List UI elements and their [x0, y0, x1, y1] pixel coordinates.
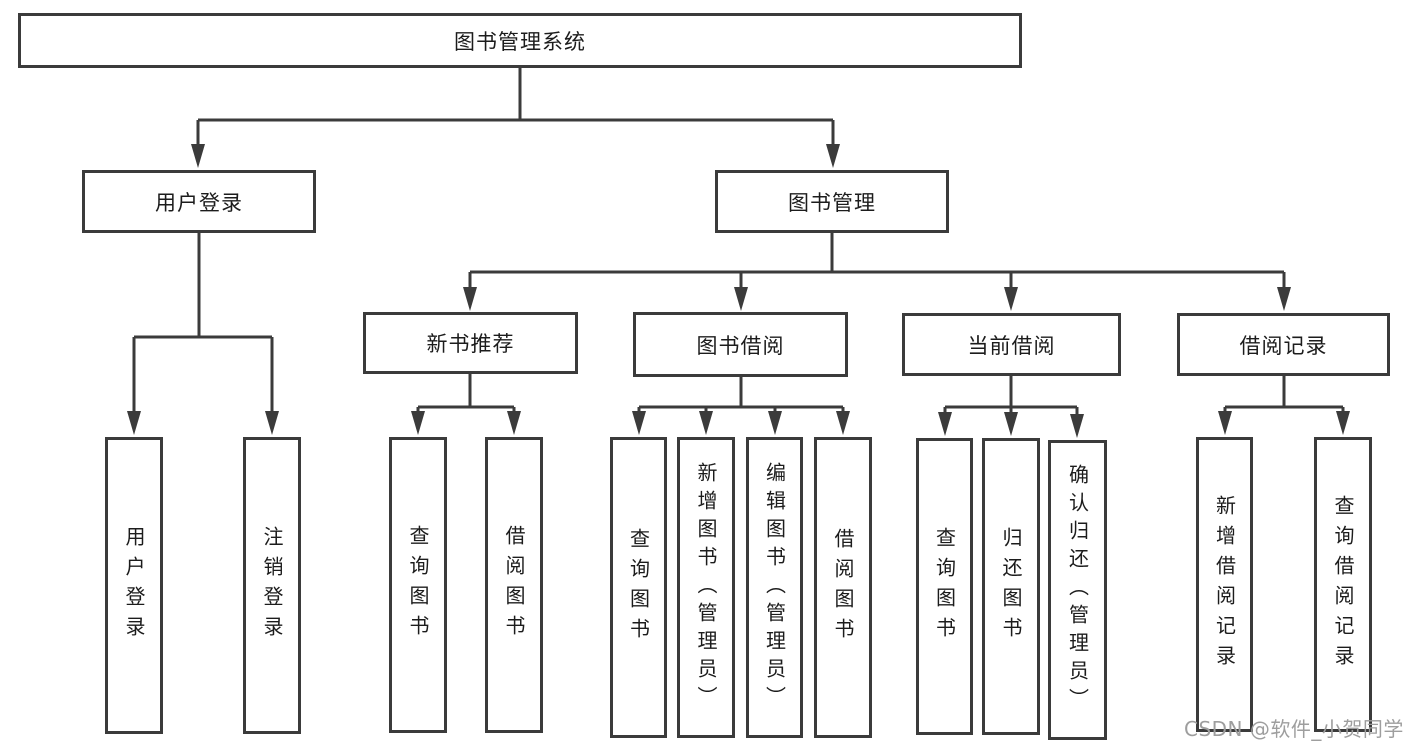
connector-root-to-level2: [191, 68, 840, 168]
connector-newbook-to-leaves: [411, 374, 521, 435]
connector-records-to-leaves: [1218, 376, 1350, 435]
csdn-watermark: CSDN @软件_小贺同学: [1184, 717, 1404, 741]
node-leaf-borrow-book-recommend: 借阅图书: [485, 437, 543, 733]
node-user-login: 用户登录: [82, 170, 316, 233]
node-leaf-query-book-current: 查询图书: [916, 438, 973, 735]
connector-current-to-leaves: [938, 376, 1084, 438]
node-borrowing-records: 借阅记录: [1177, 313, 1390, 376]
node-leaf-query-borrow-record: 查询借阅记录: [1314, 437, 1372, 732]
node-leaf-add-borrow-record: 新增借阅记录: [1196, 437, 1253, 732]
node-leaf-logout: 注销登录: [243, 437, 301, 734]
node-leaf-confirm-return-admin: 确认归还（管理员）: [1048, 440, 1107, 740]
node-leaf-return-book: 归还图书: [982, 438, 1040, 735]
node-leaf-query-book-borrowing: 查询图书: [610, 437, 667, 738]
node-leaf-add-book-admin: 新增图书（管理员）: [677, 437, 735, 738]
node-new-book-recommendation: 新书推荐: [363, 312, 578, 374]
node-book-borrowing: 图书借阅: [633, 312, 848, 377]
node-leaf-query-book-recommend: 查询图书: [389, 437, 447, 733]
connector-borrowing-to-leaves: [632, 377, 850, 435]
connector-userlogin-to-leaves: [127, 233, 279, 435]
node-book-management: 图书管理: [715, 170, 949, 233]
node-current-borrowing: 当前借阅: [902, 313, 1121, 376]
node-leaf-borrow-book: 借阅图书: [814, 437, 872, 738]
node-leaf-user-login: 用户登录: [105, 437, 163, 734]
node-leaf-edit-book-admin: 编辑图书（管理员）: [746, 437, 803, 738]
connector-bookmgmt-to-level3: [463, 233, 1291, 311]
node-library-management-system: 图书管理系统: [18, 13, 1022, 68]
